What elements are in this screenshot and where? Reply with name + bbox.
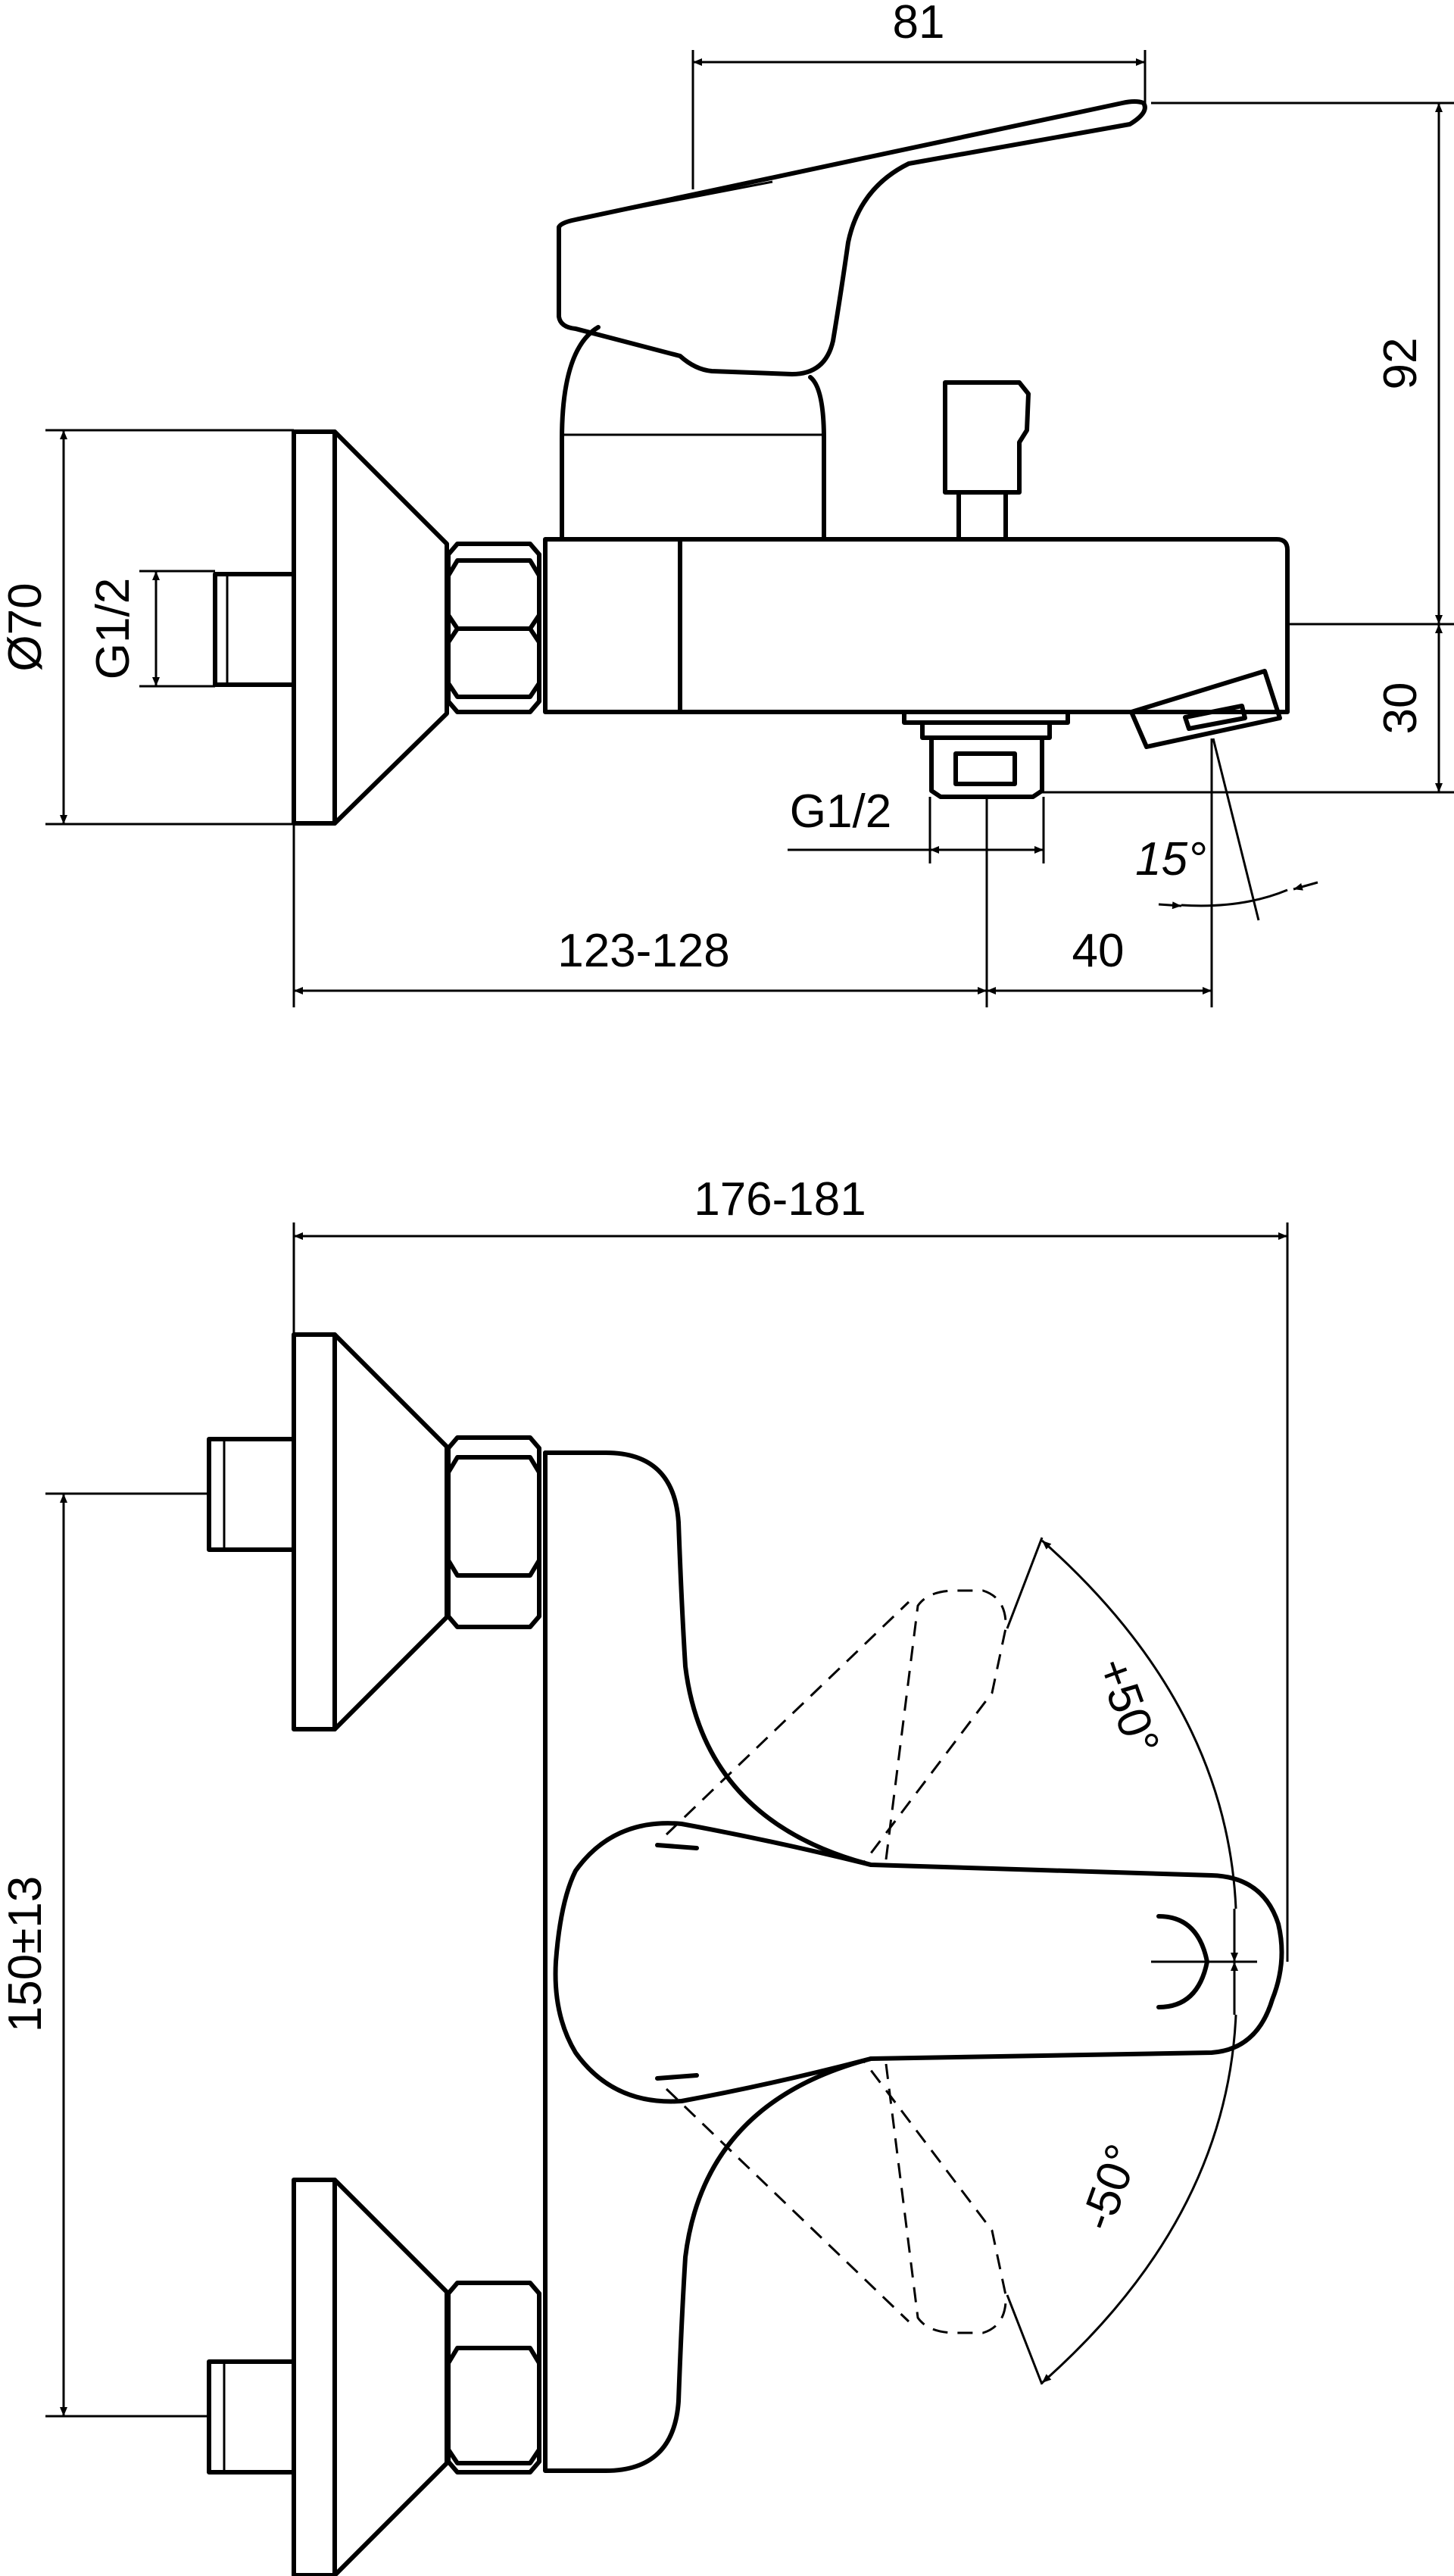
diverter-knob-side: [943, 380, 1031, 542]
lever-handle-front: [553, 1821, 1284, 2104]
dim-lever-rotation: +50° -50°: [1006, 1537, 1257, 2385]
dim-spout-angle-label: 15°: [1135, 833, 1206, 885]
dim-wall-to-outlet-label: 123-128: [557, 925, 730, 977]
wall-flange-top: [207, 1332, 449, 1731]
inlet-stub-side: [213, 572, 296, 687]
dim-overall-width-label: 176-181: [694, 1173, 866, 1226]
dim-height-top-label: 92: [1374, 338, 1427, 390]
dim-outlet-thread: G1/2: [788, 785, 1045, 863]
mixer-body-front: [543, 1450, 873, 2473]
dim-flange-diameter-label: Ø70: [0, 582, 51, 671]
dim-inlet-spacing: 150±13: [0, 1492, 209, 2418]
dim-outlet-offset-label: 40: [1072, 925, 1125, 977]
lever-neck-side: [560, 325, 826, 542]
dim-bottom-side: 123-128 40: [292, 797, 1212, 1007]
shower-outlet-side: [902, 710, 1070, 799]
dim-outlet-thread-label: G1/2: [790, 785, 891, 838]
lever-handle-side: [557, 99, 1147, 376]
hex-nut-top: [446, 1435, 541, 1629]
dim-flange-diameter: Ø70: [0, 429, 294, 826]
dim-inlet-thread-label: G1/2: [87, 578, 139, 679]
dim-spout-height-label: 30: [1374, 682, 1427, 735]
wall-flange-bottom: [207, 2178, 449, 2576]
dim-inlet-thread: G1/2: [87, 570, 215, 688]
mixer-body-side: [543, 537, 1290, 714]
dim-inlet-spacing-label: 150±13: [0, 1876, 51, 2032]
dim-lever-rotation-up-label: +50°: [1087, 1651, 1169, 1762]
dim-height: 92 30: [1042, 101, 1454, 794]
side-view: 81 92 30 Ø70 G1/2: [0, 0, 1454, 1007]
dim-lever-reach-label: 81: [893, 0, 945, 48]
dim-spout-angle: 15°: [1135, 738, 1318, 1007]
wall-flange-side: [292, 429, 449, 826]
spout-side: [1129, 669, 1282, 749]
dim-overall-width: 176-181: [292, 1173, 1289, 1962]
dim-lever-reach: 81: [691, 0, 1147, 189]
dim-lever-rotation-down-label: -50°: [1071, 2137, 1150, 2237]
hex-nut-bottom: [446, 2281, 541, 2475]
lever-rotated-positions: [665, 1589, 1007, 2334]
hex-nut-side: [446, 542, 541, 714]
front-view: 176-181 150±13 +50° -50°: [0, 1173, 1289, 2576]
